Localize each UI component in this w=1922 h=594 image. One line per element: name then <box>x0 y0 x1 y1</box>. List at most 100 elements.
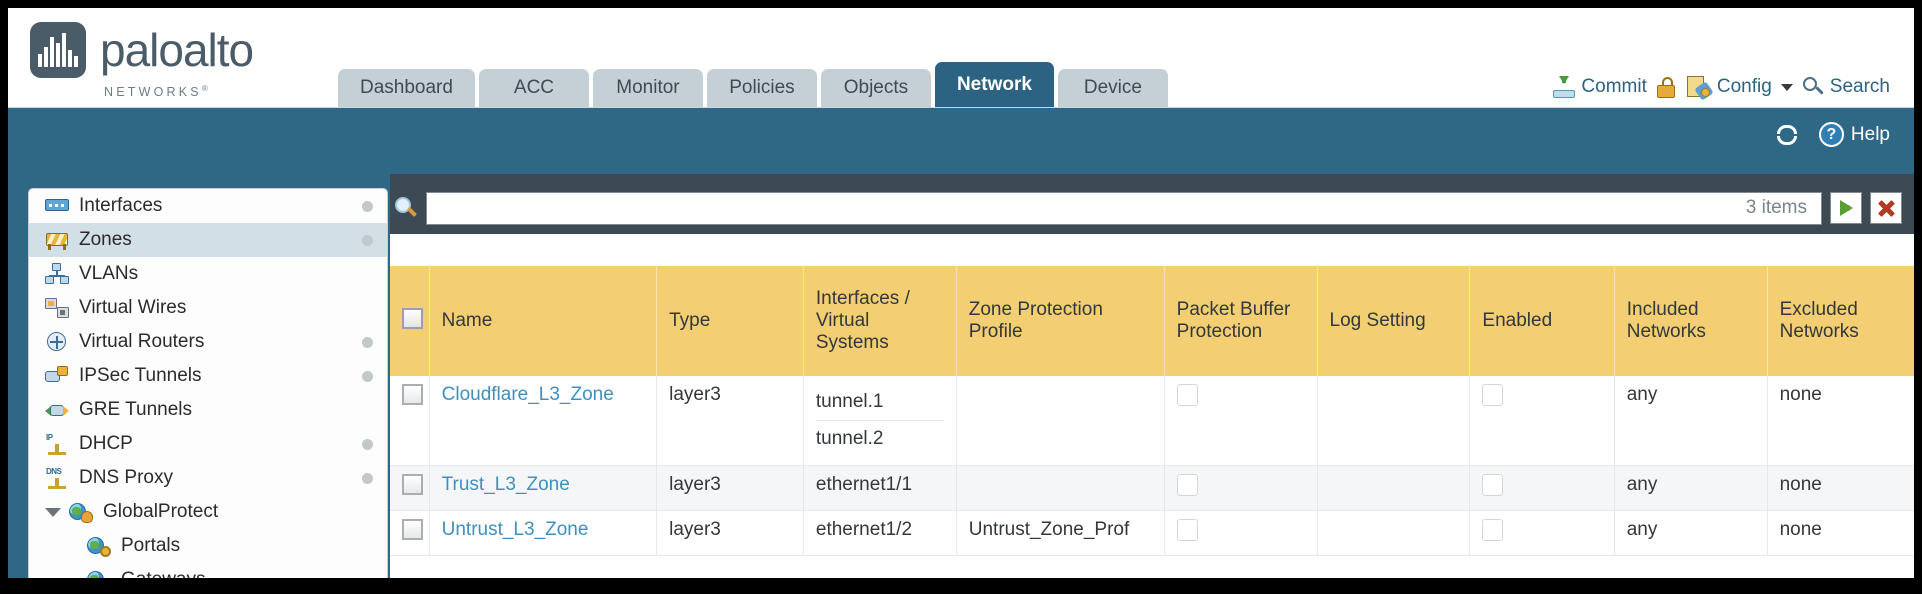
gateways-icon <box>87 569 111 578</box>
packet-buffer-checkbox[interactable] <box>1176 474 1198 496</box>
sidebar-item-virtual-routers[interactable]: Virtual Routers <box>29 325 387 359</box>
sub-header-band: ? Help <box>8 108 1914 174</box>
config-menu[interactable]: Config <box>1686 76 1793 101</box>
sidebar-item-zones[interactable]: Zones <box>29 223 387 257</box>
status-dot <box>362 438 373 450</box>
zone-name-link[interactable]: Trust_L3_Zone <box>441 474 570 495</box>
cell-name[interactable]: Trust_L3_Zone <box>428 465 657 511</box>
dns-proxy-icon: DNS <box>45 467 69 489</box>
sidebar-label: DHCP <box>79 433 133 454</box>
cell-name[interactable]: Cloudflare_L3_Zone <box>428 376 657 466</box>
brand-subtitle: NETWORKS® <box>104 84 211 100</box>
userid-enabled-checkbox[interactable] <box>1482 384 1504 406</box>
table-row[interactable]: Untrust_L3_Zone layer3 ethernet1/2 Untru… <box>390 510 1914 556</box>
sidebar-item-gateways[interactable]: Gateways <box>29 563 387 578</box>
commit-label: Commit <box>1581 76 1647 97</box>
userid-enabled-checkbox[interactable] <box>1482 519 1504 541</box>
sidebar-item-dns-proxy[interactable]: DNS DNS Proxy <box>29 461 387 495</box>
col-log-setting[interactable]: Log Setting <box>1316 266 1470 376</box>
cell-userid-enabled[interactable] <box>1469 510 1615 556</box>
cell-log-setting <box>1316 510 1470 556</box>
sidebar-label: GlobalProtect <box>103 501 219 522</box>
packet-buffer-checkbox[interactable] <box>1176 384 1198 406</box>
green-arrow-icon <box>1839 200 1853 216</box>
search-magnifier-icon[interactable] <box>394 196 418 220</box>
row-select-cell[interactable] <box>390 510 430 556</box>
cell-userid-enabled[interactable] <box>1469 465 1615 511</box>
cell-excluded-networks: none <box>1766 376 1914 466</box>
zone-name-link[interactable]: Untrust_L3_Zone <box>441 519 589 540</box>
sidebar-label: DNS Proxy <box>79 467 173 488</box>
sidebar-item-vlans[interactable]: VLANs <box>29 257 387 291</box>
col-userid-enabled[interactable]: Enabled <box>1469 266 1615 376</box>
sidebar-item-portals[interactable]: Portals <box>29 529 387 563</box>
cell-userid-enabled[interactable] <box>1469 376 1615 466</box>
col-name[interactable]: Name <box>428 266 657 376</box>
sidebar-label: Portals <box>121 535 181 556</box>
apply-filter-button[interactable] <box>1830 192 1862 224</box>
row-checkbox[interactable] <box>402 519 423 540</box>
sidebar-item-dhcp[interactable]: IP DHCP <box>29 427 387 461</box>
table-row[interactable]: Cloudflare_L3_Zone layer3 tunnel.1 tunne… <box>390 376 1914 466</box>
gre-tunnels-icon <box>45 399 69 421</box>
cell-excluded-networks: none <box>1766 510 1914 556</box>
cell-name[interactable]: Untrust_L3_Zone <box>428 510 657 556</box>
cell-excluded-networks: none <box>1766 465 1914 511</box>
packet-buffer-checkbox[interactable] <box>1176 519 1198 541</box>
config-label: Config <box>1716 76 1772 97</box>
cell-type: layer3 <box>656 510 804 556</box>
tab-policies[interactable]: Policies <box>706 69 817 107</box>
select-all-checkbox[interactable] <box>402 307 423 329</box>
chevron-down-icon <box>1780 83 1793 91</box>
commit-button[interactable]: Commit <box>1553 76 1647 98</box>
row-select-cell[interactable] <box>390 376 430 466</box>
cell-packet-buffer-protection[interactable] <box>1163 376 1318 466</box>
lock-button[interactable] <box>1656 76 1677 98</box>
sidebar-label: Interfaces <box>79 195 163 216</box>
help-button[interactable]: ? Help <box>1818 122 1890 147</box>
sidebar-label: Zones <box>79 229 132 250</box>
tab-objects[interactable]: Objects <box>820 69 931 107</box>
status-dot <box>362 234 373 246</box>
search-field-wrapper[interactable]: 3 items <box>426 191 1822 225</box>
tab-dashboard[interactable]: Dashboard <box>338 69 475 107</box>
expand-twisty-icon[interactable] <box>45 507 61 517</box>
select-all-header[interactable] <box>390 266 430 376</box>
table-row[interactable]: Trust_L3_Zone layer3 ethernet1/1 <box>390 465 1914 511</box>
sidebar-label: Virtual Wires <box>79 297 187 318</box>
search-input[interactable] <box>441 197 1746 219</box>
cell-type: layer3 <box>656 465 804 511</box>
sidebar-item-globalprotect[interactable]: GlobalProtect <box>29 495 387 529</box>
row-select-cell[interactable] <box>390 465 430 511</box>
cell-included-networks: any <box>1613 376 1768 466</box>
sidebar-item-gre-tunnels[interactable]: GRE Tunnels <box>29 393 387 427</box>
tab-device[interactable]: Device <box>1057 69 1168 107</box>
cell-packet-buffer-protection[interactable] <box>1163 465 1318 511</box>
sidebar-item-interfaces[interactable]: Interfaces <box>29 189 387 223</box>
tab-network[interactable]: Network <box>934 62 1054 107</box>
row-checkbox[interactable] <box>402 384 423 405</box>
status-dot <box>362 472 373 484</box>
zones-table-body: Cloudflare_L3_Zone layer3 tunnel.1 tunne… <box>390 376 1914 556</box>
search-button[interactable]: Search <box>1802 76 1890 98</box>
col-type[interactable]: Type <box>656 266 804 376</box>
userid-enabled-checkbox[interactable] <box>1482 474 1504 496</box>
refresh-arrows-icon[interactable] <box>1775 124 1801 146</box>
interfaces-icon <box>45 195 69 217</box>
sidebar-item-ipsec-tunnels[interactable]: IPSec Tunnels <box>29 359 387 393</box>
search-magnifier-icon <box>1802 76 1824 98</box>
cell-packet-buffer-protection[interactable] <box>1163 510 1318 556</box>
clear-filter-button[interactable] <box>1870 192 1902 224</box>
zone-name-link[interactable]: Cloudflare_L3_Zone <box>441 384 614 405</box>
vlans-icon <box>45 263 69 285</box>
tab-acc[interactable]: ACC <box>478 69 589 107</box>
config-wrench-icon <box>1686 76 1714 101</box>
sidebar-item-virtual-wires[interactable]: Virtual Wires <box>29 291 387 325</box>
row-checkbox[interactable] <box>402 474 423 495</box>
tab-monitor[interactable]: Monitor <box>592 69 703 107</box>
